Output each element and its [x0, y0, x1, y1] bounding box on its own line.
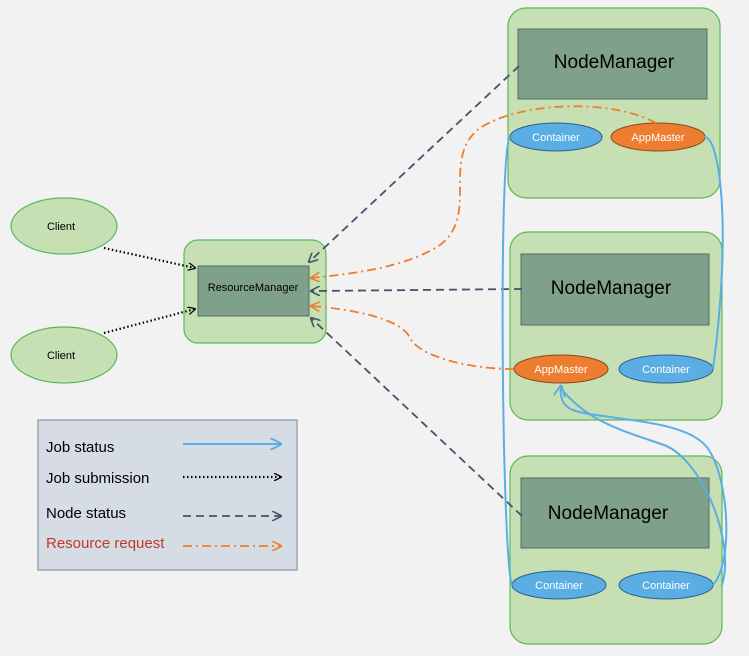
node-manager-label-1: NodeManager [554, 52, 675, 73]
legend-label-node-status: Node status [46, 505, 126, 522]
job-status-arrow-2 [559, 386, 727, 586]
job-submission-arrow-top [103, 246, 195, 268]
container-pill-label-2b: Container [642, 364, 690, 376]
appmaster-pill-label-2: AppMaster [534, 364, 588, 376]
resource-request-arrow-2 [311, 306, 515, 370]
client-top-label: Client [47, 221, 75, 233]
container-pill-label-3b: Container [642, 580, 690, 592]
node-status-arrow-3 [311, 318, 523, 517]
container-pill-label-3a: Container [535, 580, 583, 592]
legend-label-resource-request: Resource request [46, 535, 165, 552]
job-status-line-2 [703, 136, 724, 370]
node-manager-label-3: NodeManager [548, 503, 669, 524]
legend-label-job-submission: Job submission [46, 470, 149, 487]
appmaster-pill-label-1: AppMaster [631, 132, 685, 144]
resource-manager: ResourceManager [183, 239, 327, 344]
node-manager-panel-2: NodeManager AppMaster Container [509, 231, 723, 421]
node-status-arrow-1 [309, 65, 520, 262]
node-manager-panel-3: NodeManager Container Container [509, 455, 723, 645]
resource-manager-label: ResourceManager [208, 282, 299, 294]
client-bottom: Client [10, 326, 118, 384]
client-bottom-label: Client [47, 350, 75, 362]
container-pill-label-1a: Container [532, 132, 580, 144]
node-manager-label-2: NodeManager [551, 278, 672, 299]
legend-label-job-status: Job status [46, 439, 114, 456]
legend: Job status Job submission Node status Re… [37, 419, 298, 571]
job-status-arrow-1 [561, 386, 728, 586]
job-status-line-1 [501, 136, 513, 586]
node-manager-panel-1: NodeManager Container AppMaster [507, 7, 721, 199]
job-submission-arrow-bottom [103, 309, 195, 335]
client-top: Client [10, 197, 118, 255]
node-status-arrow-2 [311, 289, 523, 291]
